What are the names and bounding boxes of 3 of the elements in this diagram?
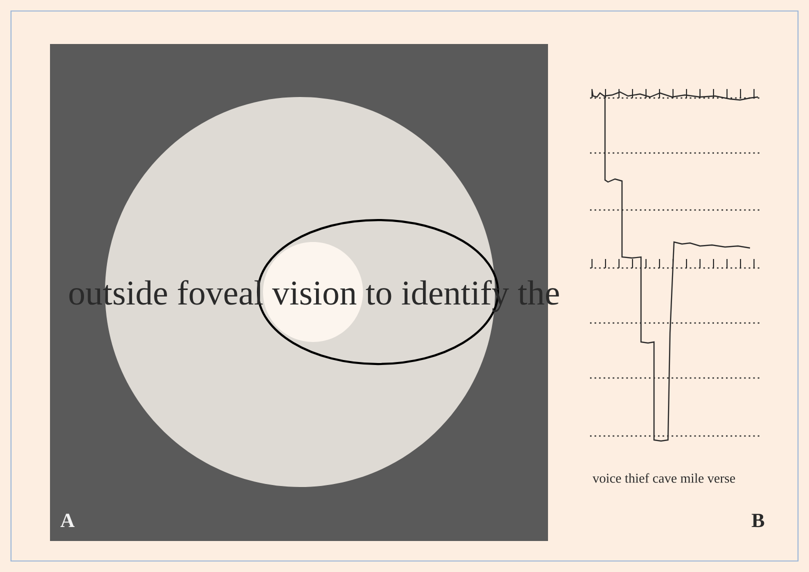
panel-letter: A [60,514,75,527]
panel-letter: B [752,514,764,528]
word-list: voice thief cave mile verse [592,473,736,483]
